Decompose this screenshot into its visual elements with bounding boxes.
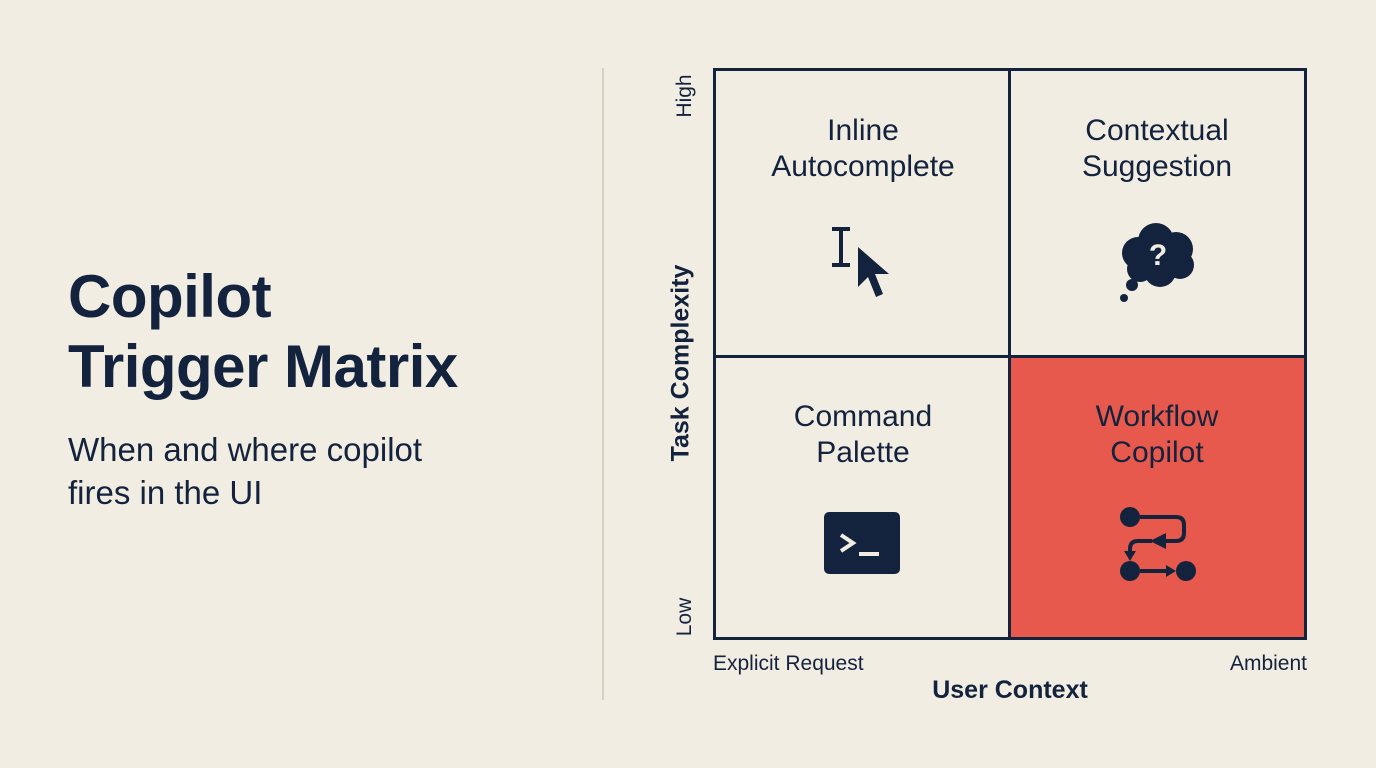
y-axis-high-label: High	[673, 74, 696, 118]
quadrant-inline-autocomplete: Inline Autocomplete	[716, 71, 1010, 356]
page-subtitle: When and where copilot fires in the UI	[68, 428, 422, 514]
text-cursor-pointer-icon	[826, 221, 902, 310]
quadrant-label-line-1: Inline	[827, 114, 899, 147]
quadrant-label-line-2: Copilot	[1110, 436, 1204, 469]
subtitle-line-1: When and where copilot	[68, 431, 423, 468]
matrix-horizontal-rule	[716, 355, 1304, 358]
y-axis-low-label: Low	[673, 597, 696, 637]
quadrant-label-line-1: Workflow	[1095, 400, 1219, 433]
trigger-matrix: Inline Autocomplete Contextual Suggestio…	[713, 68, 1307, 640]
quadrant-label: Contextual Suggestion	[1010, 113, 1304, 185]
quadrant-label: Command Palette	[716, 399, 1010, 471]
quadrant-command-palette: Command Palette	[716, 356, 1010, 637]
title-line-1: Copilot	[68, 263, 272, 330]
quadrant-label-line-2: Suggestion	[1081, 150, 1233, 183]
quadrant-label: Inline Autocomplete	[716, 113, 1010, 185]
vertical-divider	[602, 68, 604, 700]
y-axis-label: Task Complexity	[666, 264, 695, 462]
quadrant-label-line-2: Palette	[816, 436, 910, 469]
terminal-prompt-icon	[823, 511, 901, 580]
quadrant-label-line-1: Command	[793, 400, 933, 433]
workflow-nodes-icon	[1116, 503, 1200, 592]
title-line-2: Trigger Matrix	[68, 333, 458, 400]
quadrant-label-line-2: Autocomplete	[771, 150, 955, 183]
quadrant-label: Workflow Copilot	[1010, 399, 1304, 471]
matrix-vertical-rule	[1008, 71, 1011, 637]
x-axis-right-label: Ambient	[1229, 652, 1307, 675]
thought-bubble-question-icon: ?	[1116, 219, 1202, 310]
quadrant-label-line-1: Contextual	[1085, 114, 1229, 147]
x-axis-left-label: Explicit Request	[713, 652, 864, 675]
quadrant-contextual-suggestion: Contextual Suggestion ?	[1010, 71, 1304, 356]
subtitle-line-2: fires in the UI	[68, 474, 263, 511]
x-axis-label: User Context	[932, 676, 1088, 704]
page-title: Copilot Trigger Matrix	[68, 262, 458, 402]
svg-text:?: ?	[1149, 239, 1167, 272]
quadrant-workflow-copilot: Workflow Copilot	[1010, 356, 1304, 637]
